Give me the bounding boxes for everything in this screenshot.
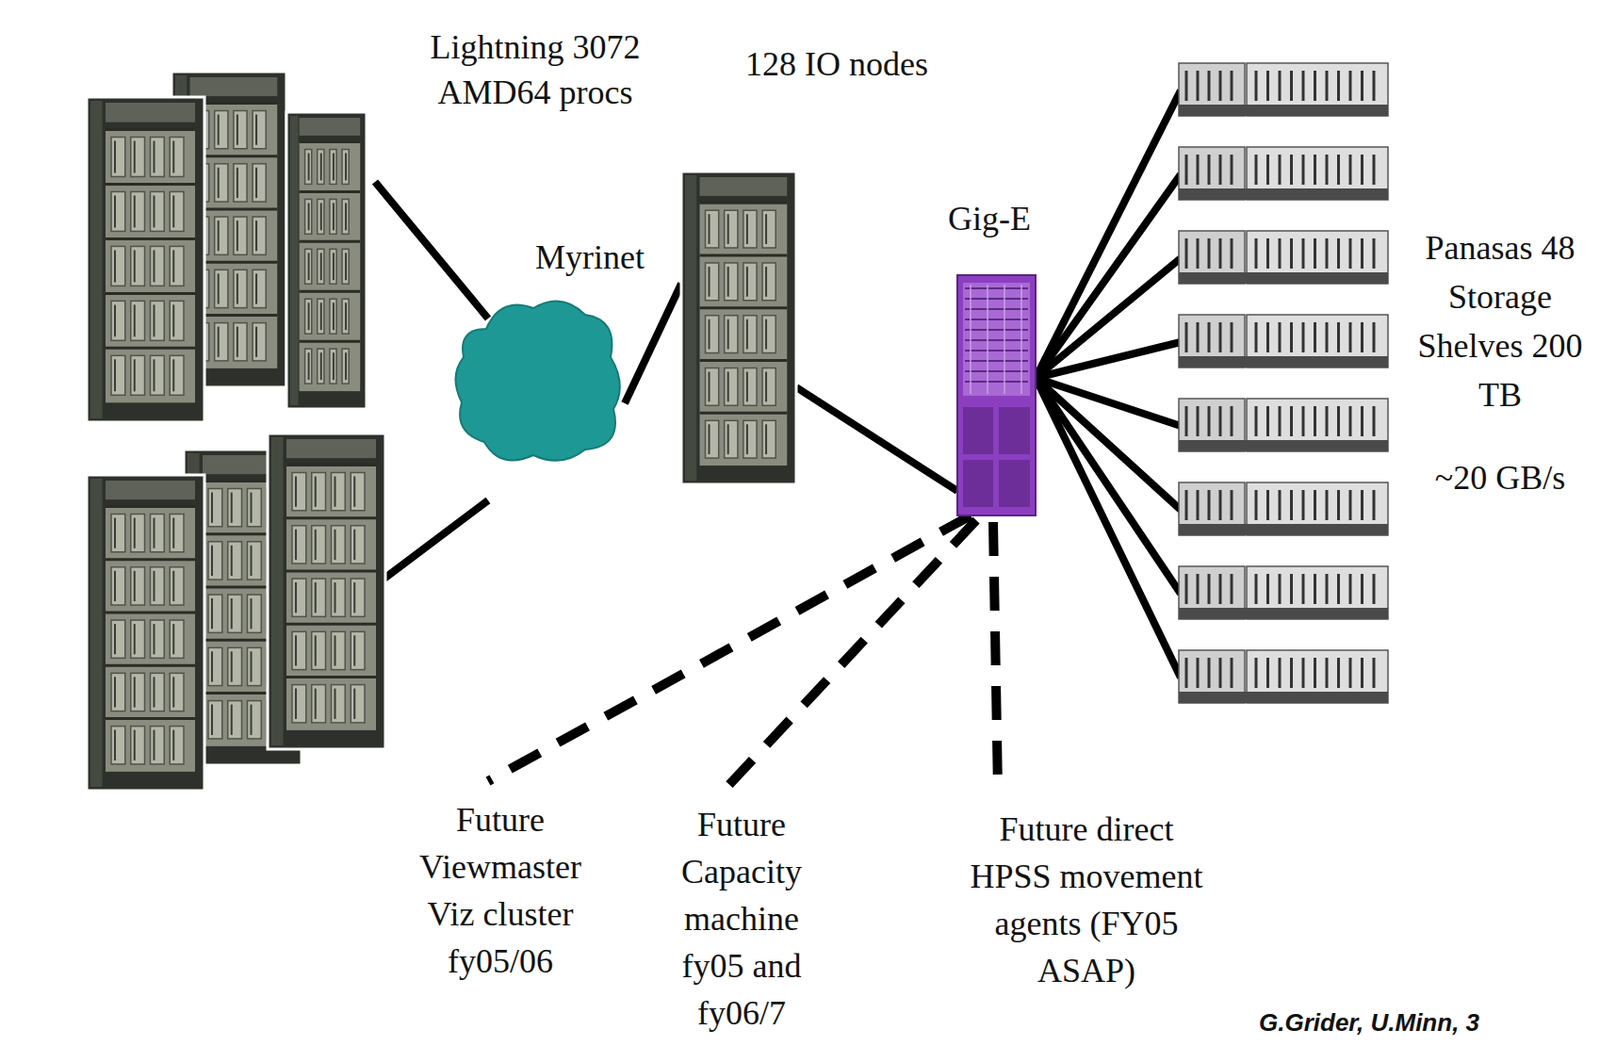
network-link: [377, 500, 489, 584]
network-link: [1035, 377, 1181, 678]
node-label: Future Capacity machine fy05 and fy06/7: [666, 800, 817, 1037]
planned-link: [488, 515, 971, 782]
node-label: Panasas 48 Storage Shelves 200 TB: [1417, 223, 1584, 420]
iorack-illustration: [681, 171, 797, 485]
shelves-illustration: [1178, 61, 1393, 734]
storage-shelves: Panasas 48 Storage Shelves 200 TB~20 GB/…: [1178, 61, 1393, 734]
planned-link: [724, 520, 977, 790]
network-link: [1035, 377, 1181, 594]
author-credit: G.Grider, U.Minn, 3: [1258, 1008, 1480, 1038]
io-rack: 128 IO nodes: [681, 171, 797, 485]
network-link: [1035, 342, 1181, 378]
network-link: [796, 387, 958, 491]
node-label: Future direct HPSS movement agents (FY05…: [959, 805, 1214, 995]
node-label: 128 IO nodes: [723, 41, 950, 87]
network-link: [1035, 258, 1181, 378]
network-cloud: Myrinet: [448, 291, 625, 465]
compute-cluster: Lightning 3072 AMD64 procs: [86, 71, 388, 791]
future-system-label: Future Capacity machine fy05 and fy06/7: [666, 800, 817, 1037]
future-system-label: Future direct HPSS movement agents (FY05…: [959, 805, 1214, 995]
cloud-illustration: [448, 291, 625, 465]
node-label: Myrinet: [509, 234, 670, 280]
racks-illustration: [86, 71, 388, 791]
planned-link: [993, 522, 998, 791]
node-label: Future Viewmaster Viz cluster fy05/06: [406, 796, 595, 985]
future-system-label: Future Viewmaster Viz cluster fy05/06: [406, 796, 595, 985]
ethernet-switch: Gig-E: [957, 275, 1036, 516]
network-link: [624, 283, 682, 404]
network-link: [375, 181, 489, 319]
network-link: [1035, 90, 1181, 378]
switch-illustration: [957, 275, 1036, 516]
node-label: Lightning 3072 AMD64 procs: [408, 24, 663, 115]
node-note: ~20 GB/s: [1417, 455, 1584, 501]
network-link: [1035, 174, 1181, 378]
node-label: Gig-E: [932, 195, 1046, 242]
